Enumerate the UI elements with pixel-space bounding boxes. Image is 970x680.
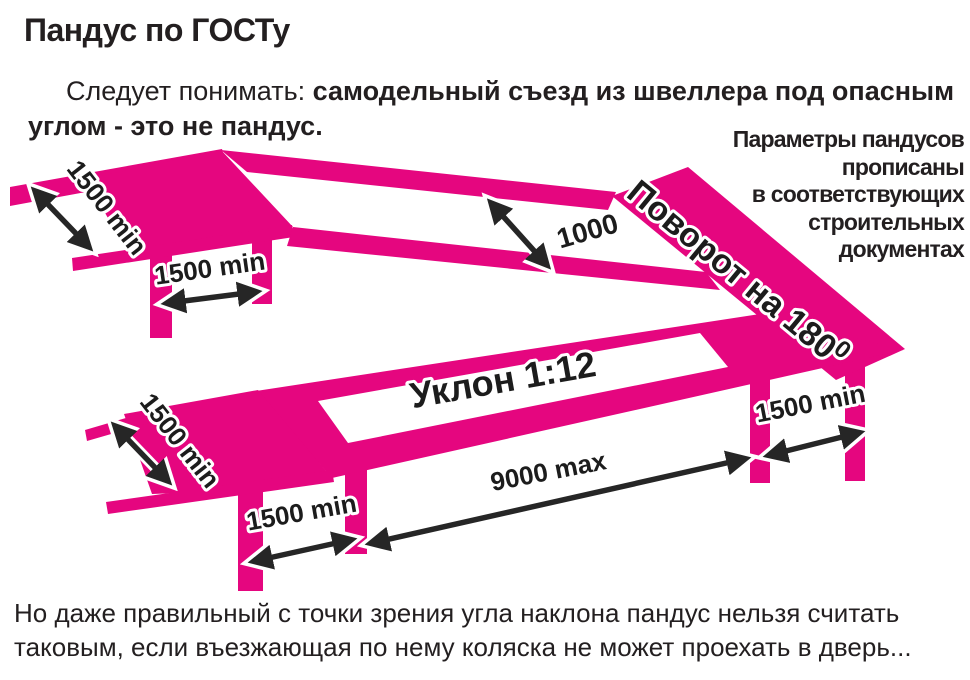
intro-bold-1: самодельный съезд из швеллера под опасны…	[312, 76, 955, 106]
dimension-arrows	[25, 180, 874, 574]
dim-top-landing-length-arrow	[152, 277, 271, 318]
page-title: Пандус по ГОСТу	[24, 12, 290, 48]
dim-top-landing-width-arrow	[25, 180, 99, 258]
lower-ramp-walk-surface	[318, 333, 728, 443]
dim-ramp-clear-width-label: 1000	[553, 207, 621, 254]
turn-platform	[612, 167, 905, 380]
footer-line-1: Но даже правильный с точки зрения угла н…	[14, 598, 900, 628]
dim-bottom-landing-length-arrow	[239, 527, 366, 574]
intro-prefix: Следует понимать:	[66, 76, 313, 106]
intro-line-1: Следует понимать: самодельный съезд из ш…	[28, 74, 958, 109]
side-note-line: строительных	[808, 208, 965, 235]
top-landing-near-edge	[72, 225, 294, 271]
footer-paragraph: Но даже правильный с точки зрения угла н…	[14, 596, 964, 665]
side-note-line: прописаны	[841, 153, 965, 180]
side-note: Параметры пандусов прописаны в соответст…	[732, 126, 965, 264]
side-note-line: в соответствующих	[751, 181, 965, 208]
footer-line-2: таковым, если въезжающая по нему коляска…	[14, 632, 912, 663]
intro-line-2: углом - это не пандус.	[28, 109, 958, 144]
dim-ramp-clear-width-arrow	[481, 192, 557, 276]
top-landing-surface	[86, 150, 293, 252]
intro-bold-2: углом - это не пандус.	[28, 111, 323, 142]
bottom-landing-near-edge	[106, 470, 334, 514]
side-note-line: Параметры пандусов	[732, 126, 965, 152]
upper-ramp-near-rail	[287, 227, 720, 290]
dim-ramp-length-arrow	[356, 446, 760, 556]
dim-turn-platform-width-arrow	[754, 421, 874, 467]
upper-ramp-far-rail	[221, 150, 616, 210]
dim-bottom-landing-width-arrow	[105, 415, 178, 492]
side-note-line: документах	[838, 236, 965, 263]
intro-paragraph: Следует понимать: самодельный съезд из ш…	[28, 74, 958, 144]
